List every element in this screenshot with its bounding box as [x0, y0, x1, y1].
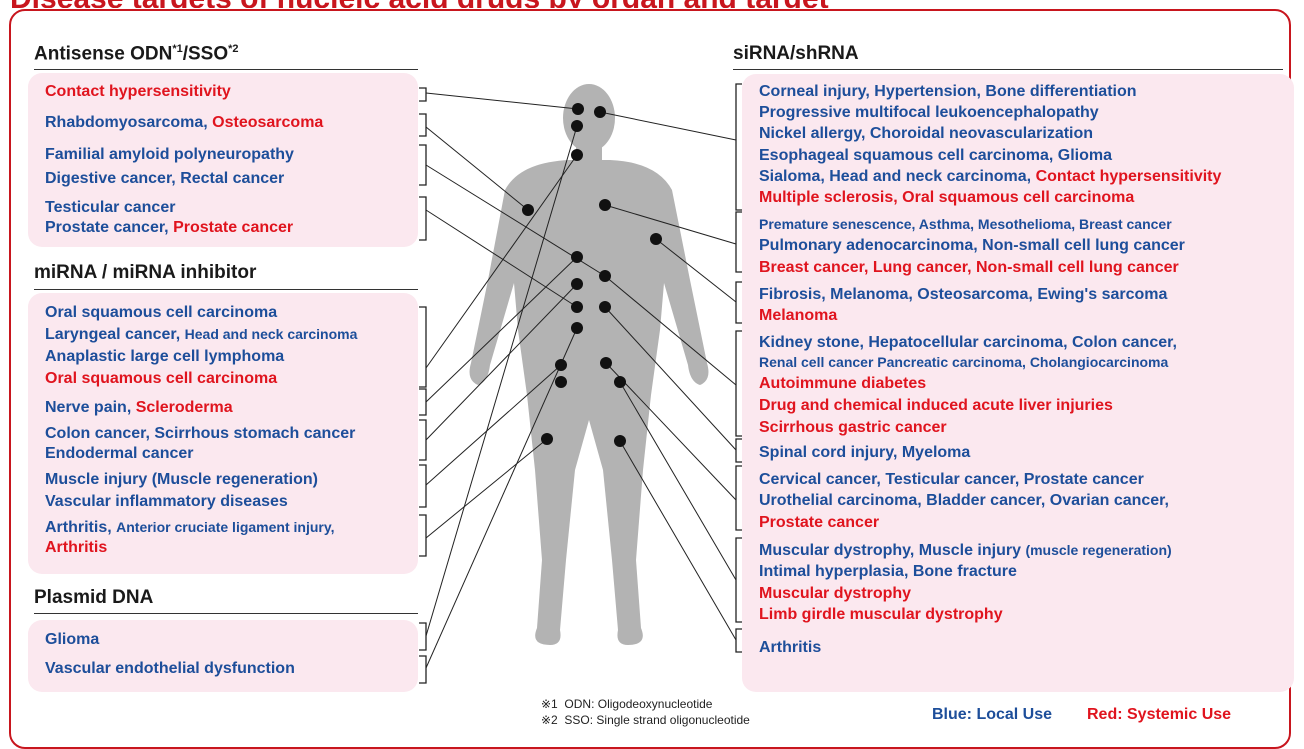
left-bracket — [419, 88, 426, 101]
right-bracket — [736, 538, 742, 622]
organ-dot — [572, 103, 584, 115]
organ-dot — [650, 233, 662, 245]
organ-dot — [600, 357, 612, 369]
organ-dot — [571, 149, 583, 161]
left-bracket — [419, 389, 426, 415]
organ-dot — [555, 359, 567, 371]
legend-systemic: Red: Systemic Use — [1087, 706, 1231, 724]
connector-line — [600, 112, 736, 140]
organ-dot — [522, 204, 534, 216]
connector-line — [426, 439, 547, 538]
right-bracket — [736, 629, 742, 652]
legend-local: Blue: Local Use — [932, 706, 1052, 724]
connector-line — [426, 127, 528, 210]
organ-dot — [599, 270, 611, 282]
organ-dot — [599, 199, 611, 211]
organ-dot — [571, 278, 583, 290]
right-bracket — [736, 282, 742, 323]
right-bracket — [736, 331, 742, 436]
organ-dot — [571, 301, 583, 313]
organ-dot — [541, 433, 553, 445]
right-bracket — [736, 466, 742, 530]
left-bracket — [419, 465, 426, 507]
organ-dot — [594, 106, 606, 118]
organ-dot — [571, 120, 583, 132]
human-silhouette — [470, 84, 709, 645]
organ-dot — [571, 322, 583, 334]
right-bracket — [736, 212, 742, 272]
right-bracket — [736, 84, 742, 210]
organ-dot — [599, 301, 611, 313]
left-bracket — [419, 656, 426, 683]
organ-dot — [555, 376, 567, 388]
organ-dot — [614, 435, 626, 447]
left-bracket — [419, 307, 426, 387]
footnote-1: ※1 ODN: Oligodeoxynucleotide — [541, 697, 712, 711]
left-bracket — [419, 420, 426, 460]
organ-dot — [614, 376, 626, 388]
organ-dot — [571, 251, 583, 263]
left-bracket — [419, 114, 426, 136]
connector-line — [426, 93, 578, 109]
left-bracket — [419, 197, 426, 240]
footnote-2: ※2 SSO: Single strand oligonucleotide — [541, 713, 750, 727]
right-bracket — [736, 439, 742, 462]
left-bracket — [419, 623, 426, 650]
left-bracket — [419, 515, 426, 556]
left-bracket — [419, 145, 426, 185]
